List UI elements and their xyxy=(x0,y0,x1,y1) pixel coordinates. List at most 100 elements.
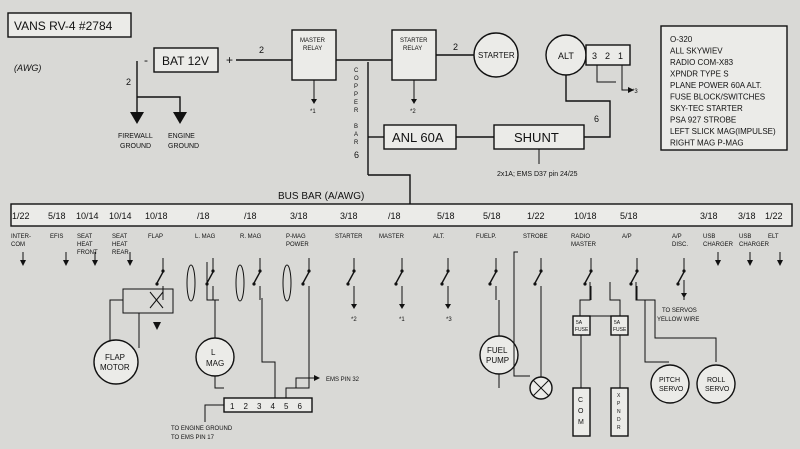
xpndr-char: X xyxy=(617,393,621,399)
down-arrow-icon xyxy=(92,260,98,266)
fuel-pump xyxy=(479,335,519,375)
spec-item: O-320 xyxy=(670,35,693,44)
circuit-label: FRONT xyxy=(77,250,98,256)
ref-r3: *3 xyxy=(632,89,638,95)
circuit-label: INTER- xyxy=(11,234,31,240)
switch-contact xyxy=(307,269,311,273)
down-arrow-icon xyxy=(445,304,451,309)
copper-bar-char: C xyxy=(354,68,359,74)
title: VANS RV-4 #2784 xyxy=(14,19,113,33)
bus-rating: 1/22 xyxy=(765,211,783,221)
bus-rating: 3/18 xyxy=(700,211,718,221)
xpndr-char: R xyxy=(617,425,621,431)
switch-contact xyxy=(301,282,305,286)
starter-label: STARTER xyxy=(478,51,515,60)
title-box xyxy=(7,12,132,38)
gauge-bar-bus: 6 xyxy=(354,150,359,160)
switch-contact xyxy=(400,269,404,273)
bus-rating: 10/18 xyxy=(145,211,168,221)
spec-item: PSA 927 STROBE xyxy=(670,116,736,125)
bus-rating: 3/18 xyxy=(290,211,308,221)
circuit-label: A/P xyxy=(622,234,632,240)
ems-pin32-arrow-icon xyxy=(314,375,320,381)
l-mag-l1: L xyxy=(211,348,216,357)
circuit-label: POWER xyxy=(286,242,309,248)
xpndr-label: XPNDR xyxy=(617,393,621,431)
circuit-label: ELT xyxy=(768,234,779,240)
down-arrow-icon xyxy=(777,260,783,266)
switch-contact xyxy=(446,269,450,273)
copper-bar-char: R xyxy=(354,108,359,114)
switch-blade xyxy=(677,271,685,284)
shunt-note: 2x1A; EMS D37 pin 24/25 xyxy=(497,171,578,178)
gauge-ground: 2 xyxy=(126,77,131,87)
switch-blade xyxy=(441,271,449,284)
starter-relay-l2: RELAY xyxy=(403,46,422,52)
circuit-label: FLAP xyxy=(148,234,163,240)
down-arrow-icon xyxy=(351,304,357,309)
down-arrow-icon xyxy=(747,260,753,266)
fuel-pump-l2: PUMP xyxy=(486,356,509,365)
circuit-label: DISC. xyxy=(672,242,688,248)
starter-relay-arrow-icon xyxy=(411,99,417,104)
switch-contact xyxy=(488,282,492,286)
switch-contact xyxy=(676,282,680,286)
alternator-label: ALT xyxy=(558,51,574,61)
ap-to-roll xyxy=(640,299,717,362)
flap-switch-box xyxy=(122,288,174,314)
ems-pin32-wire xyxy=(295,377,316,388)
alt-arrow-icon xyxy=(628,87,634,93)
circuit-label: MASTER xyxy=(571,242,597,248)
flap-motor-l1: FLAP xyxy=(105,353,125,362)
spec-item: PLANE POWER 60A ALT. xyxy=(670,81,762,90)
com-label: COM xyxy=(578,397,584,426)
spec-item: SKY-TEC STARTER xyxy=(670,104,743,113)
switch-contact xyxy=(346,282,350,286)
switch-contact xyxy=(155,282,159,286)
spec-item: RIGHT MAG P-MAG xyxy=(670,139,744,148)
transponder xyxy=(610,387,629,437)
bus-rating: 1/22 xyxy=(527,211,545,221)
roll-servo xyxy=(696,364,736,404)
starter-relay-l1: STARTER xyxy=(400,38,428,44)
pmag-to-block xyxy=(285,300,310,398)
copper-bar-char: A xyxy=(354,132,358,138)
switch-contact xyxy=(629,282,633,286)
com-char: C xyxy=(578,397,583,404)
xpndr-char: P xyxy=(617,401,621,407)
rmag-to-block xyxy=(261,298,276,398)
down-arrow-icon xyxy=(63,260,69,266)
wire-alt-shunt xyxy=(565,75,611,138)
bus-rating: 10/18 xyxy=(574,211,597,221)
flap-cross-b xyxy=(149,291,164,309)
switch-contact xyxy=(252,282,256,286)
switch-contact xyxy=(258,269,262,273)
battery-label: BAT 12V xyxy=(162,54,209,68)
master-relay-l2: RELAY xyxy=(303,46,322,52)
ref-r1: *1 xyxy=(310,109,316,115)
copper-bar-char: P xyxy=(354,84,358,90)
bus-bar xyxy=(10,203,793,227)
switch-contact xyxy=(494,269,498,273)
copper-bar-char: P xyxy=(354,92,358,98)
pitch-servo-l2: SERVO xyxy=(659,386,684,393)
anl-label: ANL 60A xyxy=(392,130,444,145)
ground-engine-icon xyxy=(173,112,187,124)
engine-ground-note-l1: TO ENGINE GROUND xyxy=(171,426,233,432)
bus-rating: /18 xyxy=(388,211,401,221)
firewall-ground-l2: GROUND xyxy=(120,143,151,150)
l-mag-p-lead xyxy=(186,264,196,302)
copper-bar-char: E xyxy=(354,100,358,106)
flap-wire-a xyxy=(109,299,123,348)
switch-blade xyxy=(206,271,214,284)
l-mag-l2: MAG xyxy=(206,359,224,368)
circuit-label: EFIS xyxy=(50,234,63,240)
switch-contact xyxy=(440,282,444,286)
bus-rating: 3/18 xyxy=(340,211,358,221)
spec-item: XPNDR TYPE S xyxy=(670,70,729,79)
down-arrow-icon xyxy=(127,260,133,266)
circuit-label: SEAT xyxy=(77,234,93,240)
battery-minus: - xyxy=(144,53,148,67)
